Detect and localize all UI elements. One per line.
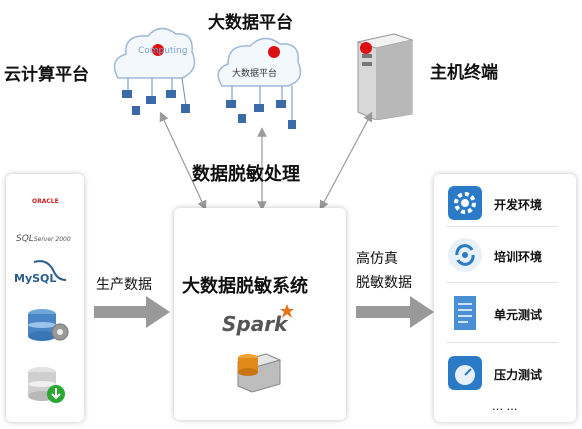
gauge-icon: [448, 356, 482, 390]
refresh-icon: [448, 238, 482, 272]
cloud-computing-icon: [113, 27, 196, 115]
server-database-icon: [236, 353, 282, 393]
more-ellipsis: … …: [492, 400, 518, 413]
mysql-logo-text: MySQL: [14, 272, 57, 285]
environments-panel: 开发环境 培训环境 单元测试 压力测试 … …: [434, 174, 576, 422]
cloud-platform-label: 云计算平台: [4, 65, 89, 85]
high-fidelity-label: 高仿真: [356, 251, 398, 267]
arrow-right-icon: [356, 296, 434, 328]
masked-data-label: 脱敏数据: [356, 275, 412, 291]
bigdata-platform-label: 大数据平台: [208, 13, 293, 33]
masking-system-panel: 大数据脱敏系统 Spark: [174, 208, 346, 420]
masking-process-label: 数据脱敏处理: [192, 164, 300, 185]
source-databases-panel: ORACLE SQLServer 2000 MySQL: [6, 174, 84, 422]
env-item-stress-test: 压力测试: [442, 354, 562, 394]
spark-logo: Spark: [222, 312, 288, 336]
spark-star-icon: [280, 304, 294, 318]
env-item-dev: 开发环境: [442, 184, 562, 224]
env-label: 单元测试: [494, 308, 543, 322]
masking-system-title: 大数据脱敏系统: [182, 276, 308, 297]
sqlserver-name-text: Server 2000: [33, 236, 71, 243]
server-tower-icon: [356, 33, 414, 120]
sqlserver-logo: SQLServer 2000: [16, 234, 71, 244]
divider: [446, 226, 558, 227]
env-label: 压力测试: [494, 368, 543, 382]
sqlserver-sql-text: SQL: [16, 234, 34, 244]
production-data-label: 生产数据: [96, 277, 152, 293]
divider: [446, 282, 558, 283]
env-label: 开发环境: [494, 198, 543, 212]
host-terminal-label: 主机终端: [430, 63, 498, 83]
database-gear-icon: [28, 309, 69, 341]
divider: [446, 342, 558, 343]
document-icon: [454, 296, 476, 330]
bigdata-cloud-label: 大数据平台: [232, 69, 278, 79]
database-download-icon: [28, 367, 65, 403]
env-item-training: 培训环境: [442, 236, 562, 276]
env-label: 培训环境: [494, 250, 543, 264]
bigdata-cloud-icon: [217, 37, 302, 129]
env-item-unit-test: 单元测试: [442, 294, 562, 334]
cloud-inner-label: Computing: [138, 46, 188, 56]
gear-icon: [448, 186, 482, 220]
arrow-right-icon: [94, 296, 170, 328]
oracle-logo: ORACLE: [32, 198, 59, 205]
mysql-logo: MySQL: [14, 258, 76, 288]
